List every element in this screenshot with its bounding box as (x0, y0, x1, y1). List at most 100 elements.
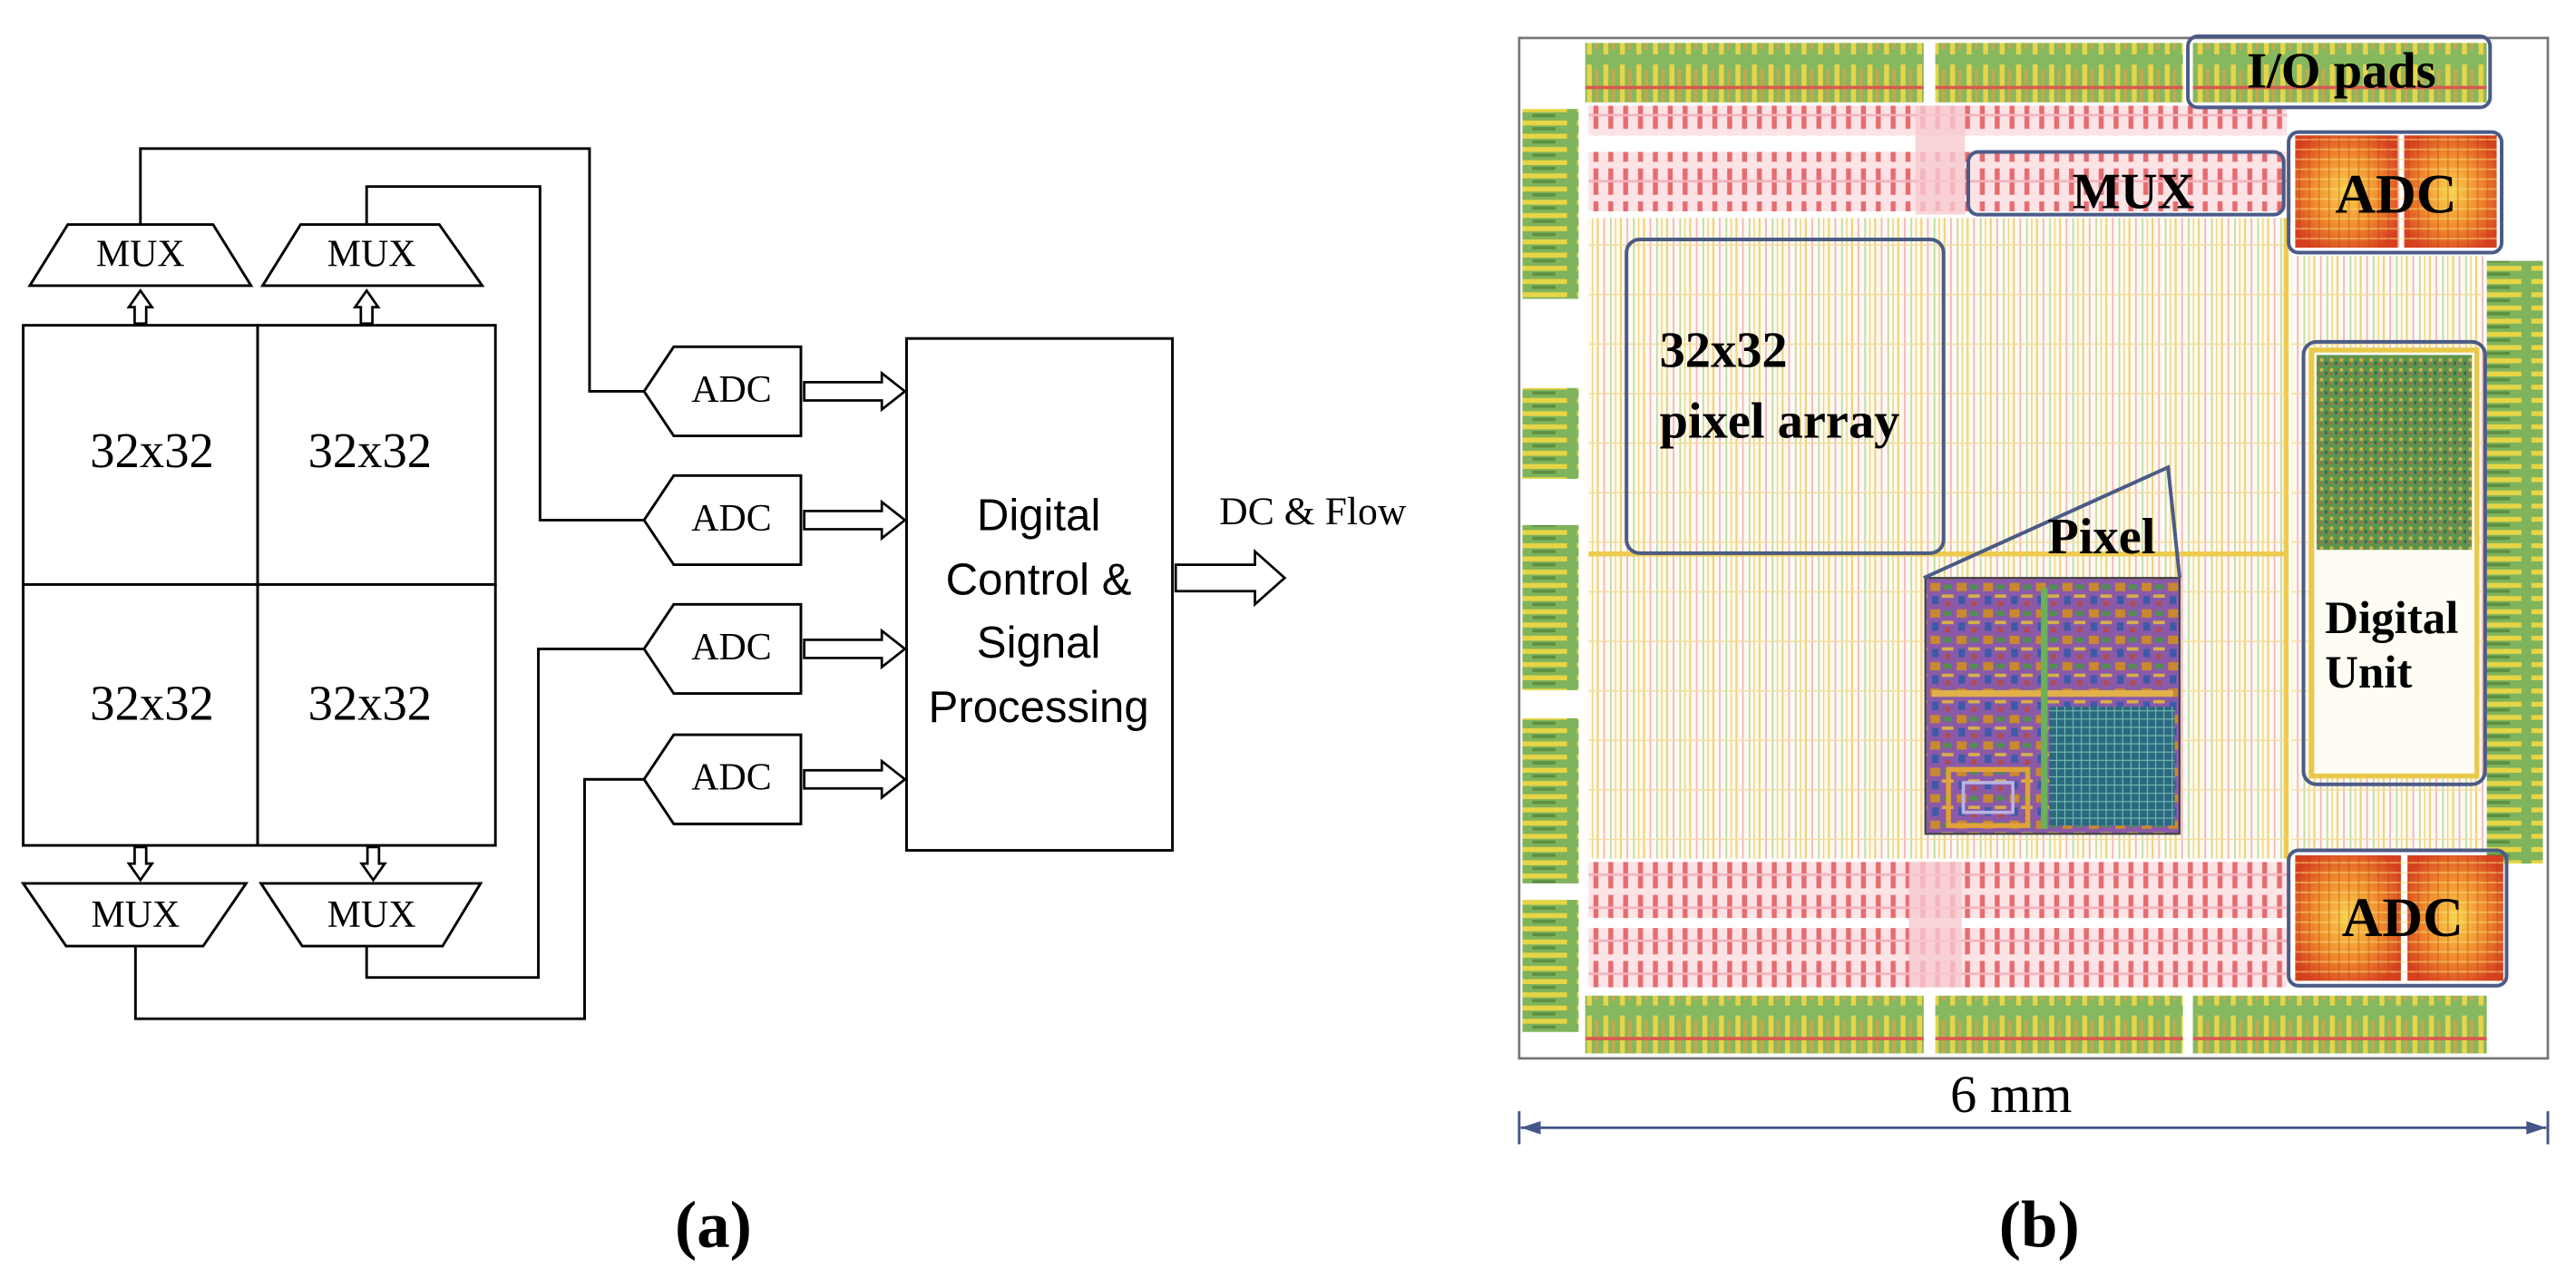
arrow-right-icon (803, 628, 907, 670)
mux-outline (1966, 150, 2286, 217)
pixel-zoom-inset (1924, 577, 2181, 835)
core-power-line (2283, 218, 2289, 859)
wire-top-mux-2-to-adc-2 (365, 185, 645, 522)
mux-label: MUX (327, 894, 416, 936)
adc-1: ADC (642, 345, 907, 438)
adc-texture (2295, 135, 2497, 249)
wire-bottom-mux-1-to-adc-4 (133, 777, 645, 1020)
arrow-up-icon (126, 288, 155, 326)
bottom-mux-2: MUX (259, 882, 483, 948)
pixel-label: Pixel (2047, 509, 2155, 565)
pixel-metal-trace (2041, 588, 2048, 829)
scale-bar-arrowhead-icon (1520, 1121, 1541, 1135)
top-pad-row (1935, 43, 2183, 102)
top-mux-2: MUX (259, 223, 485, 288)
scale-bar: 6 mm (1517, 1065, 2550, 1145)
mux-chip-label: MUX (2073, 164, 2195, 220)
panel-a-block-diagram: 32x32 32x32 32x32 32x32 MUX MUX MUX MUX (20, 147, 1407, 1262)
processing-box (905, 337, 1175, 852)
bottom-pad-row (1935, 995, 2183, 1054)
arrow-right-icon (803, 499, 907, 541)
processing-label-line: Digital (977, 492, 1101, 541)
adc-3: ADC (642, 602, 907, 696)
wire-top-mux-1-to-adc-1 (139, 147, 645, 393)
sub-array-label: 32x32 (308, 675, 433, 730)
mux-label: MUX (327, 234, 416, 276)
top-pad-row (1585, 43, 1924, 102)
io-pads-label: I/O pads (2247, 44, 2436, 100)
adc-top-chip-label: ADC (2335, 163, 2456, 225)
processing-label-line: Processing (929, 683, 1149, 732)
sub-array-label: 32x32 (90, 423, 214, 478)
mux-label: MUX (96, 234, 185, 276)
scale-bar-arrowhead-icon (2526, 1121, 2547, 1135)
adc-4: ADC (642, 733, 907, 825)
sub-array-label: 32x32 (308, 423, 433, 478)
digital-logic-cells (2317, 355, 2473, 551)
arrow-right-icon (803, 370, 907, 413)
digital-unit-label-line2: Unit (2325, 648, 2412, 698)
pixel-guard-ring (1961, 781, 2015, 815)
arrow-down-icon (359, 845, 387, 883)
core-power-line (1588, 551, 2289, 557)
adc-texture (2295, 854, 2503, 981)
panel-b-chip-layout: I/O pads MUX ADC 32x32 pixel array Pixel… (1517, 34, 2550, 1262)
wire-bottom-mux-2-to-adc-3 (365, 647, 645, 980)
left-pad-column (1522, 900, 1579, 1032)
output-label: DC & Flow (1219, 490, 1407, 533)
left-pad-column (1522, 109, 1579, 299)
adc-bottom-outline (2287, 848, 2509, 988)
mux-trapezoid (259, 882, 483, 948)
bottom-pad-row (1585, 995, 1924, 1054)
top-mux-1: MUX (27, 223, 254, 288)
adc-label: ADC (691, 627, 771, 668)
pixel-array-outline (1625, 237, 1946, 555)
mux-label: MUX (92, 894, 181, 936)
sub-array-block (256, 582, 497, 847)
mux-trapezoid (259, 223, 485, 288)
pixel-guard-ring (1946, 766, 2031, 828)
digital-unit-outline (2301, 339, 2487, 786)
adc-shape (642, 473, 803, 567)
mux-trapezoid (20, 882, 249, 948)
left-pad-column (1522, 717, 1579, 883)
left-pad-column (1522, 524, 1579, 690)
digital-unit-label-line1: Digital (2325, 593, 2458, 644)
sub-array-block (22, 582, 259, 847)
panel-b-caption: (b) (1999, 1188, 2080, 1262)
left-pad-column (1522, 387, 1579, 479)
io-pad-block (2192, 43, 2487, 102)
pixel-array-grid: 32x32 32x32 32x32 32x32 (22, 324, 497, 847)
io-pads-outline (2186, 34, 2493, 110)
adc-label: ADC (691, 498, 771, 540)
arrow-right-icon (803, 758, 907, 801)
bottom-pad-row (2192, 995, 2487, 1054)
mux-trapezoid (27, 223, 254, 288)
processing-label-line: Signal (977, 619, 1101, 668)
mux-center-column (1908, 862, 1962, 988)
adc-top-outline (2287, 130, 2504, 255)
arrow-up-icon (352, 288, 381, 326)
processing-label-line: Control & (946, 556, 1132, 605)
adc-shape (642, 602, 803, 696)
right-pad-column (2486, 260, 2543, 864)
adc-label: ADC (691, 757, 771, 799)
scale-bar-label: 6 mm (1950, 1065, 2072, 1124)
adc-label: ADC (691, 369, 771, 411)
pixel-photodiode (2049, 707, 2175, 826)
sub-array-block (22, 324, 259, 586)
output-arrow-icon (1174, 548, 1287, 608)
pixel-array-label-line2: pixel array (1660, 394, 1900, 450)
digital-processing-block: Digital Control & Signal Processing (905, 337, 1175, 852)
pixel-array-label-line1: 32x32 (1660, 322, 1788, 378)
adc-shape (642, 345, 803, 438)
bottom-mux-1: MUX (20, 882, 249, 948)
mux-center-column (1915, 105, 1966, 215)
adc-bottom-chip-label: ADC (2342, 887, 2464, 949)
panel-a-caption: (a) (675, 1188, 752, 1262)
arrow-down-icon (126, 845, 155, 883)
pixel-metal-trace (1931, 689, 2173, 698)
adc-2: ADC (642, 473, 907, 567)
adc-shape (642, 733, 803, 825)
